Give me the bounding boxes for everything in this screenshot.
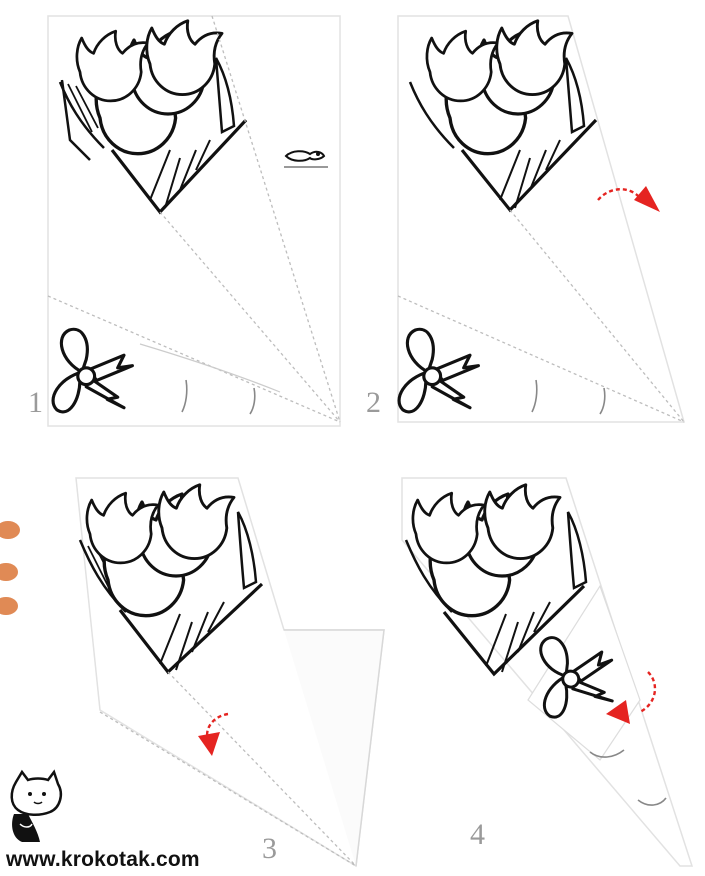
step-number-2: 2 [366,388,381,418]
step-3-sheet [76,478,384,866]
step-1-sheet [48,16,340,426]
step-number-1: 1 [28,388,43,418]
website-link[interactable]: www.krokotak.com [6,848,200,872]
cat-mascot-icon [12,772,61,842]
step-4-sheet [402,478,692,866]
step-number-3: 3 [262,834,277,864]
step-2-sheet [398,16,684,422]
step-number-4: 4 [470,820,485,850]
finger-tips [0,521,20,615]
